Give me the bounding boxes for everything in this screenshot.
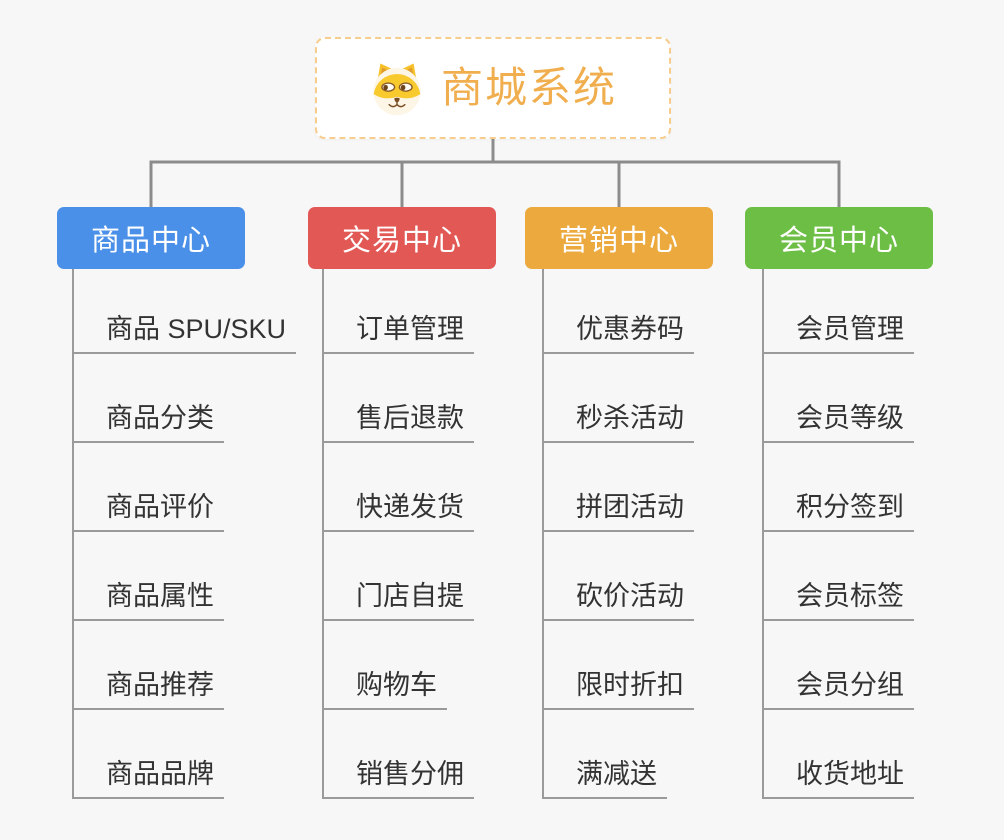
leaf-label: 商品品牌 <box>74 759 224 799</box>
leaf-node[interactable]: 收货地址 <box>764 710 1004 799</box>
branch-children-marketing-center: 优惠券码 秒杀活动 拼团活动 砍价活动 限时折扣 满减送 <box>542 269 792 799</box>
branch-node-product-center[interactable]: 商品中心 <box>57 207 245 269</box>
leaf-node[interactable]: 限时折扣 <box>544 621 792 710</box>
leaf-node[interactable]: 商品品牌 <box>74 710 322 799</box>
leaf-node[interactable]: 销售分佣 <box>324 710 572 799</box>
leaf-node[interactable]: 积分签到 <box>764 443 1004 532</box>
leaf-label: 商品属性 <box>74 581 224 621</box>
leaf-node[interactable]: 快递发货 <box>324 443 572 532</box>
leaf-node[interactable]: 商品推荐 <box>74 621 322 710</box>
branch-label: 营销中心 <box>558 225 679 257</box>
leaf-node[interactable]: 会员等级 <box>764 354 1004 443</box>
leaf-label: 拼团活动 <box>544 492 694 532</box>
leaf-node[interactable]: 购物车 <box>324 621 572 710</box>
leaf-label: 会员等级 <box>764 403 914 443</box>
leaf-label: 收货地址 <box>764 759 914 799</box>
leaf-node[interactable]: 订单管理 <box>324 269 572 354</box>
leaf-label: 会员分组 <box>764 670 914 710</box>
leaf-node[interactable]: 满减送 <box>544 710 792 799</box>
leaf-node[interactable]: 秒杀活动 <box>544 354 792 443</box>
leaf-label: 商品评价 <box>74 492 224 532</box>
leaf-label: 订单管理 <box>324 314 474 354</box>
branch-children-product-center: 商品 SPU/SKU 商品分类 商品评价 商品属性 商品推荐 商品品牌 <box>72 269 322 799</box>
leaf-label: 会员管理 <box>764 314 914 354</box>
leaf-node[interactable]: 商品属性 <box>74 532 322 621</box>
leaf-node[interactable]: 售后退款 <box>324 354 572 443</box>
leaf-label: 秒杀活动 <box>544 403 694 443</box>
leaf-label: 快递发货 <box>324 492 474 532</box>
leaf-label: 优惠券码 <box>544 314 694 354</box>
leaf-label: 商品分类 <box>74 403 224 443</box>
branch-node-member-center[interactable]: 会员中心 <box>745 207 933 269</box>
root-title: 商城系统 <box>440 64 617 111</box>
leaf-label: 商品 SPU/SKU <box>74 314 297 354</box>
branch-label: 商品中心 <box>90 225 211 257</box>
leaf-node[interactable]: 商品评价 <box>74 443 322 532</box>
leaf-label: 积分签到 <box>764 492 914 532</box>
leaf-node[interactable]: 会员分组 <box>764 621 1004 710</box>
branch-children-trade-center: 订单管理 售后退款 快递发货 门店自提 购物车 销售分佣 <box>322 269 572 799</box>
leaf-node[interactable]: 商品 SPU/SKU <box>74 269 322 354</box>
leaf-node[interactable]: 门店自提 <box>324 532 572 621</box>
leaf-label: 会员标签 <box>764 581 914 621</box>
leaf-label: 销售分佣 <box>324 759 474 799</box>
leaf-node[interactable]: 拼团活动 <box>544 443 792 532</box>
branch-label: 会员中心 <box>778 225 899 257</box>
leaf-label: 商品推荐 <box>74 670 224 710</box>
root-node[interactable]: 商城系统 <box>315 37 671 139</box>
branch-node-trade-center[interactable]: 交易中心 <box>308 207 496 269</box>
leaf-label: 限时折扣 <box>544 670 694 710</box>
leaf-label: 满减送 <box>544 759 667 799</box>
leaf-label: 售后退款 <box>324 403 474 443</box>
leaf-node[interactable]: 会员管理 <box>764 269 1004 354</box>
branch-children-member-center: 会员管理 会员等级 积分签到 会员标签 会员分组 收货地址 <box>762 269 1004 799</box>
leaf-node[interactable]: 会员标签 <box>764 532 1004 621</box>
leaf-label: 门店自提 <box>324 581 474 621</box>
branch-label: 交易中心 <box>341 225 462 257</box>
leaf-node[interactable]: 商品分类 <box>74 354 322 443</box>
dog-icon <box>373 63 421 116</box>
leaf-label: 砍价活动 <box>544 581 694 621</box>
branch-node-marketing-center[interactable]: 营销中心 <box>525 207 713 269</box>
leaf-node[interactable]: 优惠券码 <box>544 269 792 354</box>
leaf-node[interactable]: 砍价活动 <box>544 532 792 621</box>
leaf-label: 购物车 <box>324 670 447 710</box>
